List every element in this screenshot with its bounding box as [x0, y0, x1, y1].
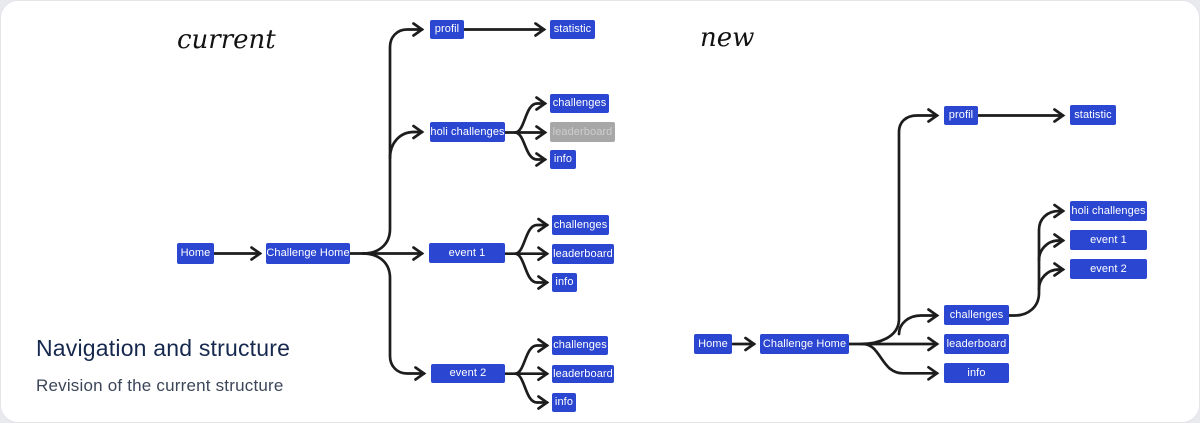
edge-trunk-down-to-event-2: [361, 252, 427, 381]
current-node-statistic: statistic: [550, 20, 595, 39]
edge-event2-fork-top: [513, 338, 550, 376]
edge-new-challenges-to-holi: [1007, 203, 1066, 317]
current-node-holi-challenges-child-info: info: [550, 150, 576, 169]
page-title: Navigation and structure: [36, 335, 291, 361]
edge-new-branch-event-2: [1037, 262, 1066, 291]
current-node-event-1-child-info: info: [552, 273, 577, 292]
page-subtitle: Revision of the current structure: [36, 376, 284, 395]
current-node-profil: profil: [430, 20, 464, 39]
new-node-challenge-home: Challenge Home: [760, 334, 849, 354]
current-node-home: Home: [177, 243, 214, 264]
edge-new-branch-event-1: [1037, 233, 1066, 262]
edge-branch-holi-challenges: [388, 124, 425, 160]
edge-new-branch-challenges: [897, 308, 940, 336]
current-node-event-2-child-info: info: [552, 393, 576, 412]
current-node-holi-challenges: holi challenges: [430, 122, 505, 142]
current-diagram-title: current: [177, 25, 276, 55]
current-node-challenge-home: Challenge Home: [266, 243, 350, 264]
current-node-event-2-child-leaderboard: leaderboard: [552, 365, 614, 383]
edge-new-branch-info: [861, 342, 940, 381]
edge-holi-fork-bottom: [513, 131, 548, 167]
edge-event1-fork-top: [513, 217, 550, 256]
new-node-info: info: [944, 363, 1009, 383]
edge-new-trunk-up-to-profil: [859, 108, 940, 346]
current-node-holi-challenges-child-challenges: challenges: [550, 94, 609, 113]
edge-event1-fork-bottom: [513, 252, 550, 290]
new-diagram-title: new: [700, 23, 755, 53]
heading-block: Navigation and structure Revision of the…: [36, 335, 290, 396]
new-node-event-1: event 1: [1070, 230, 1147, 250]
current-node-event-1-child-challenges: challenges: [552, 215, 609, 235]
new-node-profil: profil: [944, 106, 978, 125]
new-node-leaderboard: leaderboard: [944, 334, 1009, 354]
edge-group: [212, 22, 1066, 410]
new-node-event-2: event 2: [1070, 259, 1147, 279]
new-node-holi-challenges: holi challenges: [1070, 201, 1147, 221]
new-node-statistic: statistic: [1070, 105, 1116, 125]
current-node-event-2: event 2: [431, 364, 505, 383]
new-node-challenges: challenges: [944, 305, 1009, 325]
current-node-event-1: event 1: [429, 243, 505, 263]
edge-event2-fork-bottom: [513, 372, 550, 410]
edge-trunk-up-to-profil: [361, 22, 425, 255]
current-node-event-1-child-leaderboard: leaderboard: [552, 244, 614, 264]
current-node-holi-challenges-child-leaderboard: leaderboard: [550, 122, 615, 142]
current-node-event-2-child-challenges: challenges: [552, 336, 608, 355]
new-node-home: Home: [694, 334, 732, 354]
edge-holi-fork-top: [513, 96, 548, 134]
